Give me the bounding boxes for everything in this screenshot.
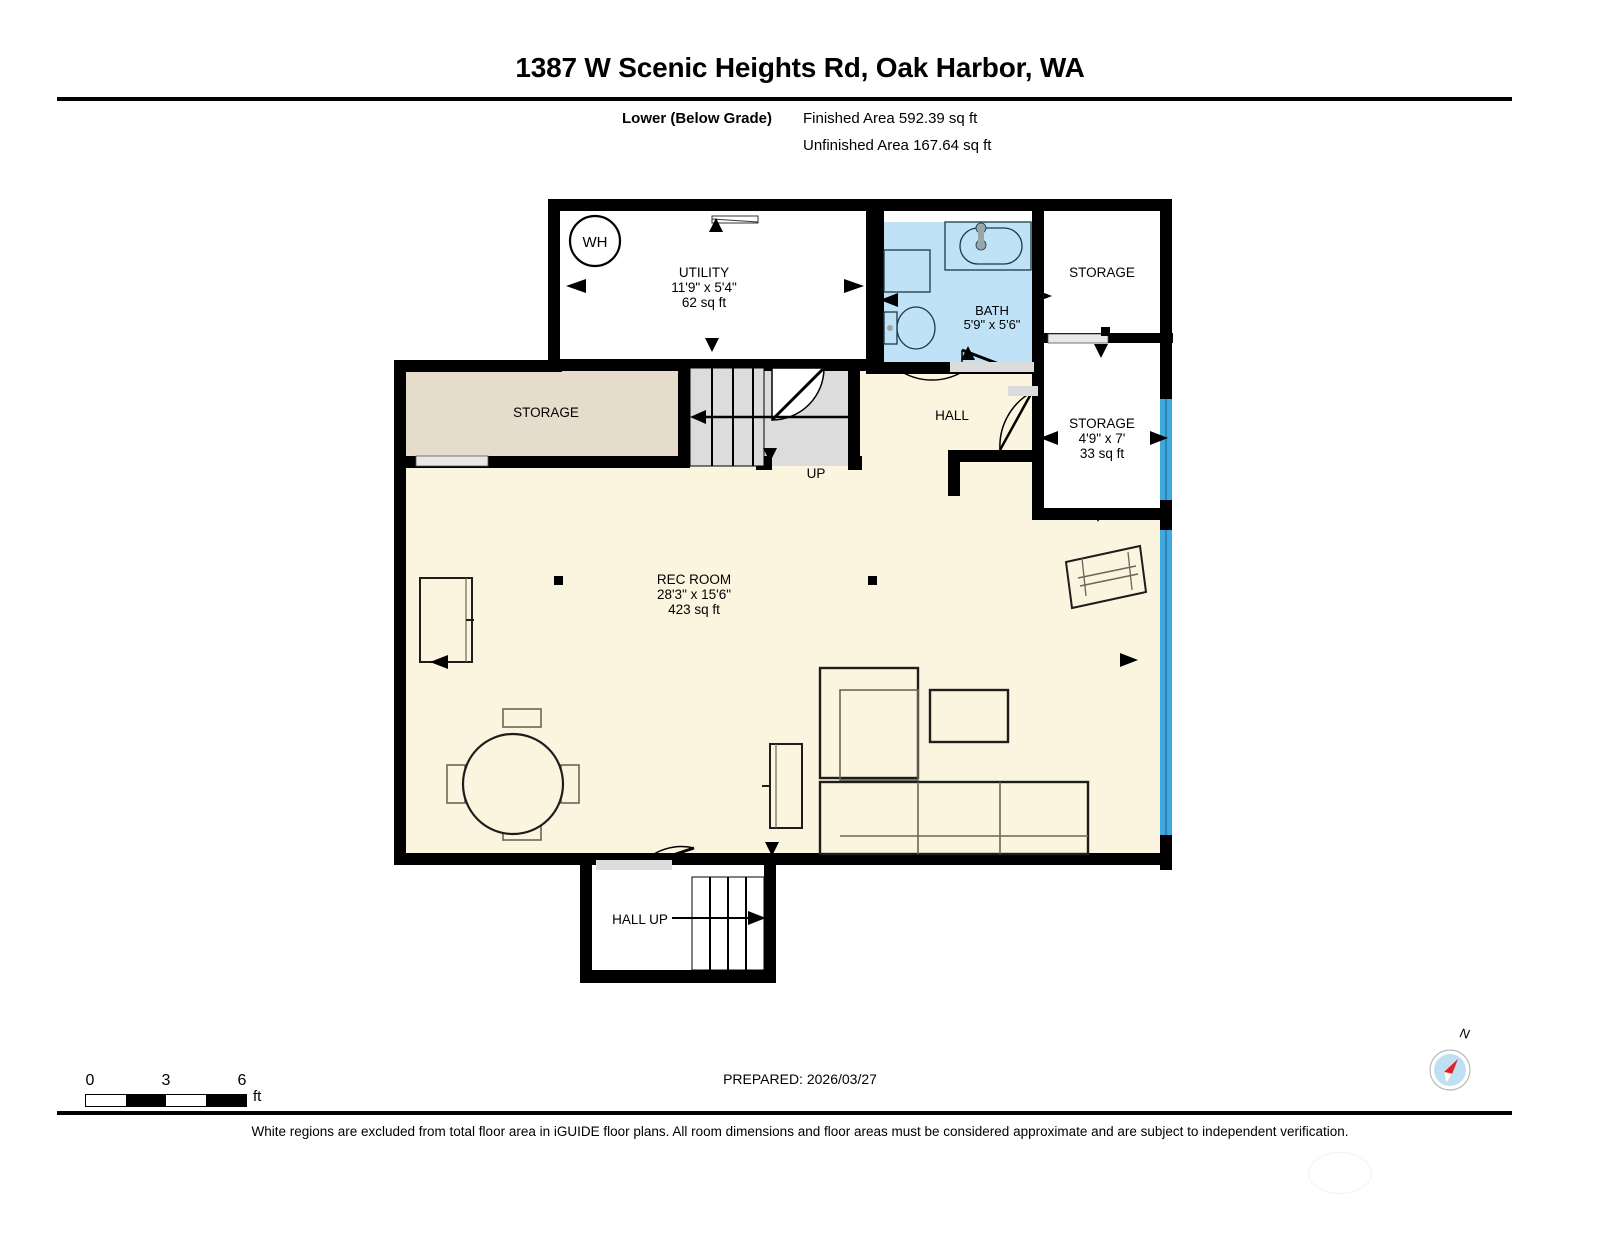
wall-stair-bottom-right bbox=[848, 456, 862, 470]
furniture-sectional-sofa bbox=[818, 666, 1090, 856]
wall-hallup-right bbox=[764, 865, 776, 983]
opening-storage-tr bbox=[1047, 333, 1109, 344]
storage-right-area: 33 sq ft bbox=[1080, 446, 1125, 461]
bath-name: BATH bbox=[975, 303, 1009, 318]
rec-room-area: 423 sq ft bbox=[668, 602, 720, 617]
prepared-date: PREPARED: 2026/03/27 bbox=[723, 1071, 877, 1087]
door-storage-right bbox=[998, 386, 1038, 451]
hall-up-label: HALL UP bbox=[612, 912, 668, 927]
storage-top-right-name: STORAGE bbox=[1069, 265, 1135, 280]
wall-hall-partition-v bbox=[948, 450, 960, 496]
watermark-ellipse bbox=[1308, 1152, 1372, 1194]
storage-top-right-fill bbox=[1043, 207, 1163, 335]
tub-icon bbox=[883, 249, 931, 293]
wall-hallup-bottom bbox=[580, 970, 776, 983]
level-label: Lower (Below Grade) bbox=[622, 110, 773, 127]
furniture-coffee-table bbox=[928, 688, 1010, 744]
wall-storage-left-top bbox=[394, 360, 562, 372]
wall-stair-left bbox=[678, 368, 690, 466]
storage-right-dimensions: 4'9" x 7' bbox=[1079, 431, 1126, 446]
utility-area: 62 sq ft bbox=[682, 295, 727, 310]
window-utility-top bbox=[711, 215, 759, 224]
bath-dimensions: 5'9" x 5'6" bbox=[964, 317, 1021, 332]
wall-bath-left bbox=[866, 211, 884, 371]
door-utility bbox=[770, 366, 826, 422]
scale-tick-6: 6 bbox=[237, 1072, 247, 1089]
opening-storage-left bbox=[415, 455, 489, 467]
header-divider bbox=[57, 97, 1512, 101]
scale-unit-label: ft bbox=[253, 1088, 262, 1105]
room-label-utility: UTILITY 11'9" x 5'4" 62 sq ft bbox=[671, 265, 737, 310]
wall-exterior-left bbox=[394, 360, 406, 865]
stair-up-label: UP bbox=[807, 466, 826, 481]
scale-bar-graphic bbox=[85, 1094, 247, 1107]
utility-dimensions: 11'9" x 5'4" bbox=[671, 280, 737, 295]
wall-exterior-right bbox=[1160, 199, 1172, 399]
room-label-storage-right: STORAGE 4'9" x 7' 33 sq ft bbox=[1069, 416, 1135, 461]
unfinished-area-label: Unfinished Area 167.64 sq ft bbox=[803, 137, 992, 154]
footer-divider bbox=[57, 1111, 1512, 1115]
wall-utility-top bbox=[548, 199, 1172, 211]
marker-post-1 bbox=[554, 576, 563, 585]
storage-right-fill bbox=[1043, 348, 1163, 518]
page-title: 1387 W Scenic Heights Rd, Oak Harbor, WA bbox=[515, 52, 1085, 83]
storage-left-name: STORAGE bbox=[513, 405, 579, 420]
furniture-dining-set bbox=[446, 708, 580, 841]
wall-rec-bottom-2 bbox=[676, 853, 1172, 865]
wall-hall-partition bbox=[948, 450, 1044, 462]
marker-post-2 bbox=[868, 576, 877, 585]
hall-name: HALL bbox=[935, 408, 969, 423]
stairs-upper bbox=[689, 367, 854, 467]
stairs-lower bbox=[672, 876, 766, 971]
room-label-rec-room: REC ROOM 28'3" x 15'6" 423 sq ft bbox=[657, 572, 731, 617]
disclaimer-text: White regions are excluded from total fl… bbox=[251, 1124, 1349, 1139]
water-heater-label: WH bbox=[583, 234, 608, 251]
furniture-side-cabinet bbox=[762, 743, 803, 829]
storage-right-name: STORAGE bbox=[1069, 416, 1135, 431]
door-hall-up bbox=[596, 845, 695, 870]
sink-icon bbox=[944, 221, 1032, 271]
scale-tick-3: 3 bbox=[161, 1072, 171, 1089]
water-heater-icon bbox=[568, 214, 622, 268]
furniture-tilted-table bbox=[1064, 544, 1148, 610]
compass-icon bbox=[1429, 1049, 1471, 1091]
utility-name: UTILITY bbox=[679, 265, 729, 280]
rec-room-name: REC ROOM bbox=[657, 572, 731, 587]
marker-post-3 bbox=[1101, 327, 1110, 336]
wall-storage-right-left bbox=[1032, 374, 1044, 520]
wall-hallup-left bbox=[580, 865, 592, 983]
finished-area-label: Finished Area 592.39 sq ft bbox=[803, 110, 978, 127]
wall-utility-left bbox=[548, 199, 560, 371]
room-label-bath: BATH 5'9" x 5'6" bbox=[964, 303, 1021, 332]
toilet-icon bbox=[883, 306, 936, 350]
rec-room-dimensions: 28'3" x 15'6" bbox=[657, 587, 731, 602]
storage-left-fill bbox=[402, 368, 690, 460]
dimension-arrows bbox=[430, 218, 1168, 856]
scale-bar: 0 3 6 ft bbox=[85, 1072, 261, 1107]
scale-tick-0: 0 bbox=[85, 1072, 95, 1089]
